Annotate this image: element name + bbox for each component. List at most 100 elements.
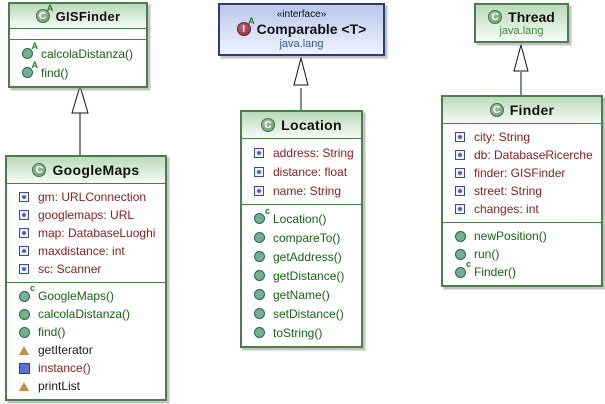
method-row[interactable]: toString(): [242, 323, 361, 342]
field-row[interactable]: address: String: [242, 143, 361, 162]
field-icon: [252, 184, 266, 198]
class-icon-glyph: C: [488, 10, 503, 24]
class-header-googlemaps[interactable]: C GoogleMaps: [7, 157, 165, 184]
field-icon: [17, 208, 31, 222]
field-row[interactable]: map: DatabaseLuoghi: [7, 224, 165, 242]
field-row[interactable]: changes: int: [443, 200, 601, 218]
class-title: Location: [281, 117, 342, 133]
method-circle: [253, 289, 265, 300]
field-square: [455, 204, 465, 214]
class-node-thread[interactable]: C Thread java.lang: [474, 3, 569, 43]
stereotype-label: «interface»: [276, 9, 327, 20]
field-row[interactable]: db: DatabaseRicerche: [443, 146, 601, 164]
fields-section-empty: [10, 29, 146, 39]
method-circle: [253, 270, 265, 281]
class-header-location[interactable]: C Location: [242, 112, 361, 139]
method-row[interactable]: A find(): [10, 60, 146, 82]
class-icon-glyph: C: [35, 9, 50, 23]
method-label: compareTo(): [273, 230, 341, 245]
constructor-mark: c: [264, 205, 270, 216]
method-label: getName(): [273, 287, 330, 302]
field-icon: [453, 184, 467, 198]
method-row[interactable]: calcolaDistanza(): [7, 305, 165, 323]
method-row[interactable]: printList: [7, 377, 165, 395]
method-label: instance(): [38, 361, 91, 375]
method-label: getAddress(): [273, 249, 342, 264]
class-icon: C: [32, 163, 47, 177]
class-node-googlemaps[interactable]: C GoogleMaps gm: URLConnection googlemap…: [5, 155, 167, 401]
method-row[interactable]: getDistance(): [242, 266, 361, 285]
method-row[interactable]: A calcolaDistanza(): [10, 41, 146, 63]
method-label: find(): [41, 65, 69, 80]
class-header-finder[interactable]: C Finder: [443, 97, 601, 124]
field-row[interactable]: maxdistance: int: [7, 242, 165, 260]
field-row[interactable]: finder: GISFinder: [443, 164, 601, 182]
method-row[interactable]: instance(): [7, 359, 165, 377]
method-label: run(): [474, 247, 500, 261]
interface-node-comparable[interactable]: «interface» I A Comparable <T> java.lang: [218, 3, 385, 56]
package-label: java.lang: [499, 25, 544, 37]
class-node-finder[interactable]: C Finder city: String db: DatabaseRicerc…: [441, 95, 603, 287]
field-square: [254, 166, 264, 177]
method-row[interactable]: newPosition(): [443, 227, 601, 245]
field-square: [19, 228, 29, 238]
field-icon: [453, 130, 467, 144]
method-icon: [252, 269, 266, 283]
field-row[interactable]: name: String: [242, 181, 361, 200]
field-row[interactable]: googlemaps: URL: [7, 206, 165, 224]
class-node-gisfinder[interactable]: C A GISFinder A calcolaDistanza() A find…: [8, 2, 148, 88]
method-row[interactable]: setDistance(): [242, 304, 361, 323]
abstract-method-icon: A: [20, 60, 38, 80]
field-row[interactable]: distance: float: [242, 162, 361, 181]
method-row[interactable]: getAddress(): [242, 247, 361, 266]
field-label: distance: float: [273, 164, 348, 179]
method-circle: [253, 213, 265, 224]
interface-icon: I A: [236, 17, 255, 36]
field-label: name: String: [273, 183, 342, 198]
method-label: Finder(): [474, 265, 517, 279]
constructor-icon: c: [252, 206, 270, 226]
method-row[interactable]: getIterator: [7, 341, 165, 359]
abstract-class-icon: C A: [35, 4, 53, 23]
field-row[interactable]: city: String: [443, 128, 601, 146]
field-row[interactable]: gm: URLConnection: [7, 188, 165, 206]
method-row[interactable]: getName(): [242, 285, 361, 304]
class-title: Finder: [509, 102, 555, 118]
class-icon: C: [261, 118, 276, 132]
field-row[interactable]: sc: Scanner: [7, 260, 165, 278]
abstract-mark: A: [248, 16, 255, 26]
generalization-arrow-finder-to-thread[interactable]: [513, 43, 529, 95]
class-node-location[interactable]: C Location address: String distance: flo…: [240, 110, 363, 348]
realization-arrow-location-to-comparable[interactable]: [293, 56, 309, 110]
method-icon: [252, 307, 266, 321]
field-square: [19, 210, 29, 220]
class-title: Thread: [508, 9, 555, 25]
field-label: googlemaps: URL: [38, 208, 135, 222]
package-label: java.lang: [279, 38, 324, 50]
generalization-arrow-googlemaps-to-gisfinder[interactable]: [71, 84, 89, 155]
method-icon: [252, 288, 266, 302]
field-square: [254, 147, 264, 158]
method-icon: [17, 325, 31, 339]
field-label: finder: GISFinder: [474, 166, 566, 180]
class-title: GISFinder: [55, 8, 121, 24]
method-row[interactable]: run(): [443, 245, 601, 263]
method-label: GoogleMaps(): [38, 289, 115, 303]
field-row[interactable]: street: String: [443, 182, 601, 200]
method-circle: [454, 266, 466, 278]
class-icon: C: [489, 103, 504, 117]
class-icon-glyph: C: [261, 118, 276, 132]
method-circle: [253, 327, 265, 338]
method-circle: [253, 232, 265, 243]
field-square: [19, 192, 29, 202]
method-icon: [252, 250, 266, 264]
method-row[interactable]: find(): [7, 323, 165, 341]
class-header-gisfinder[interactable]: C A GISFinder: [10, 4, 146, 29]
field-icon: [17, 190, 31, 204]
field-icon: [453, 202, 467, 216]
field-label: street: String: [474, 184, 543, 198]
method-row[interactable]: compareTo(): [242, 228, 361, 247]
